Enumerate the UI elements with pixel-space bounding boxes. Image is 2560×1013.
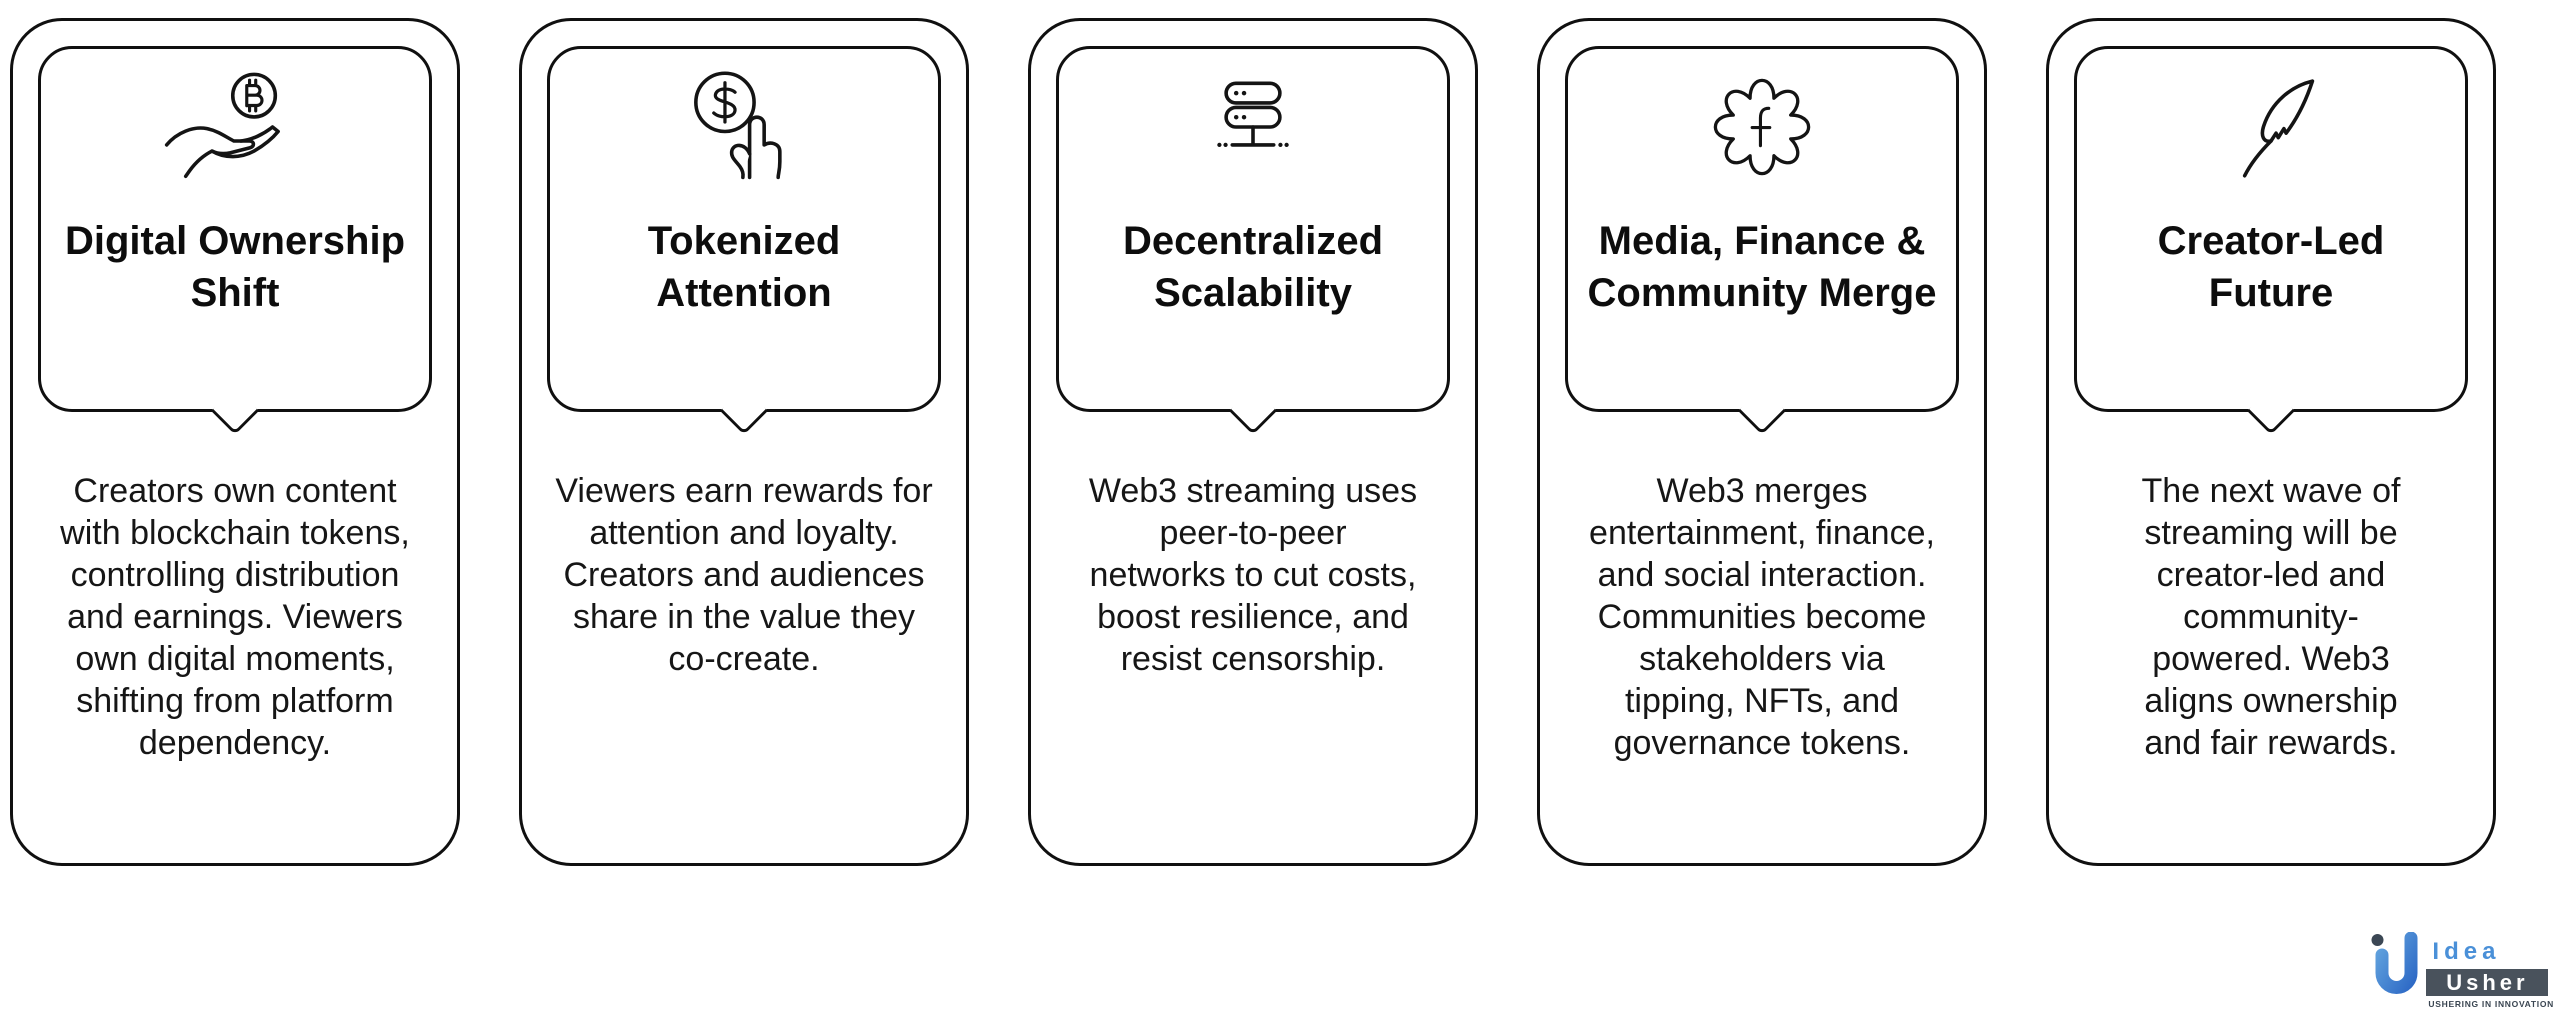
logo-tagline: USHERING IN INNOVATION (2428, 999, 2554, 1009)
dollar-tap-icon (681, 71, 807, 183)
title-bubble: Tokenized Attention (547, 46, 941, 412)
server-stack-icon (1193, 71, 1313, 183)
card-title: Media, Finance & Community Merge (1587, 219, 1937, 315)
cards-row: Digital Ownership Shift Creators own con… (10, 18, 2496, 866)
card-description: Web3 streaming uses peer-to-peer network… (1088, 472, 1418, 678)
card-media-finance-community-merge: Media, Finance & Community Merge Web3 me… (1537, 18, 1987, 866)
idea-usher-logo: Idea Usher USHERING IN INNOVATION (2370, 932, 2554, 1009)
logo-text-column: Idea Usher USHERING IN INNOVATION (2426, 932, 2554, 1009)
card-description: Web3 merges entertainment, finance, and … (1589, 472, 1935, 762)
logo-usher-banner: Usher (2426, 969, 2549, 996)
gear-f-icon (1705, 71, 1819, 183)
bitcoin-hand-icon (159, 71, 311, 183)
card-title: Creator-Led Future (2157, 219, 2385, 315)
title-bubble: Decentralized Scalability (1056, 46, 1450, 412)
card-description: The next wave of streaming will be creat… (2141, 472, 2401, 762)
card-decentralized-scalability: Decentralized Scalability Web3 streaming… (1028, 18, 1478, 866)
card-creator-led-future: Creator-Led Future The next wave of stre… (2046, 18, 2496, 866)
card-title: Tokenized Attention (647, 219, 841, 315)
quill-feather-icon (2206, 71, 2336, 183)
card-title: Decentralized Scalability (1122, 219, 1384, 315)
idea-usher-u-monogram-icon (2371, 932, 2418, 994)
logo-idea-text: Idea (2432, 938, 2501, 965)
title-bubble: Digital Ownership Shift (38, 46, 432, 412)
title-bubble: Creator-Led Future (2074, 46, 2468, 412)
card-digital-ownership-shift: Digital Ownership Shift Creators own con… (10, 18, 460, 866)
title-bubble: Media, Finance & Community Merge (1565, 46, 1959, 412)
card-description: Creators own content with blockchain tok… (60, 472, 410, 762)
card-tokenized-attention: Tokenized Attention Viewers earn rewards… (519, 18, 969, 866)
card-title: Digital Ownership Shift (64, 219, 406, 315)
card-description: Viewers earn rewards for attention and l… (555, 472, 933, 678)
